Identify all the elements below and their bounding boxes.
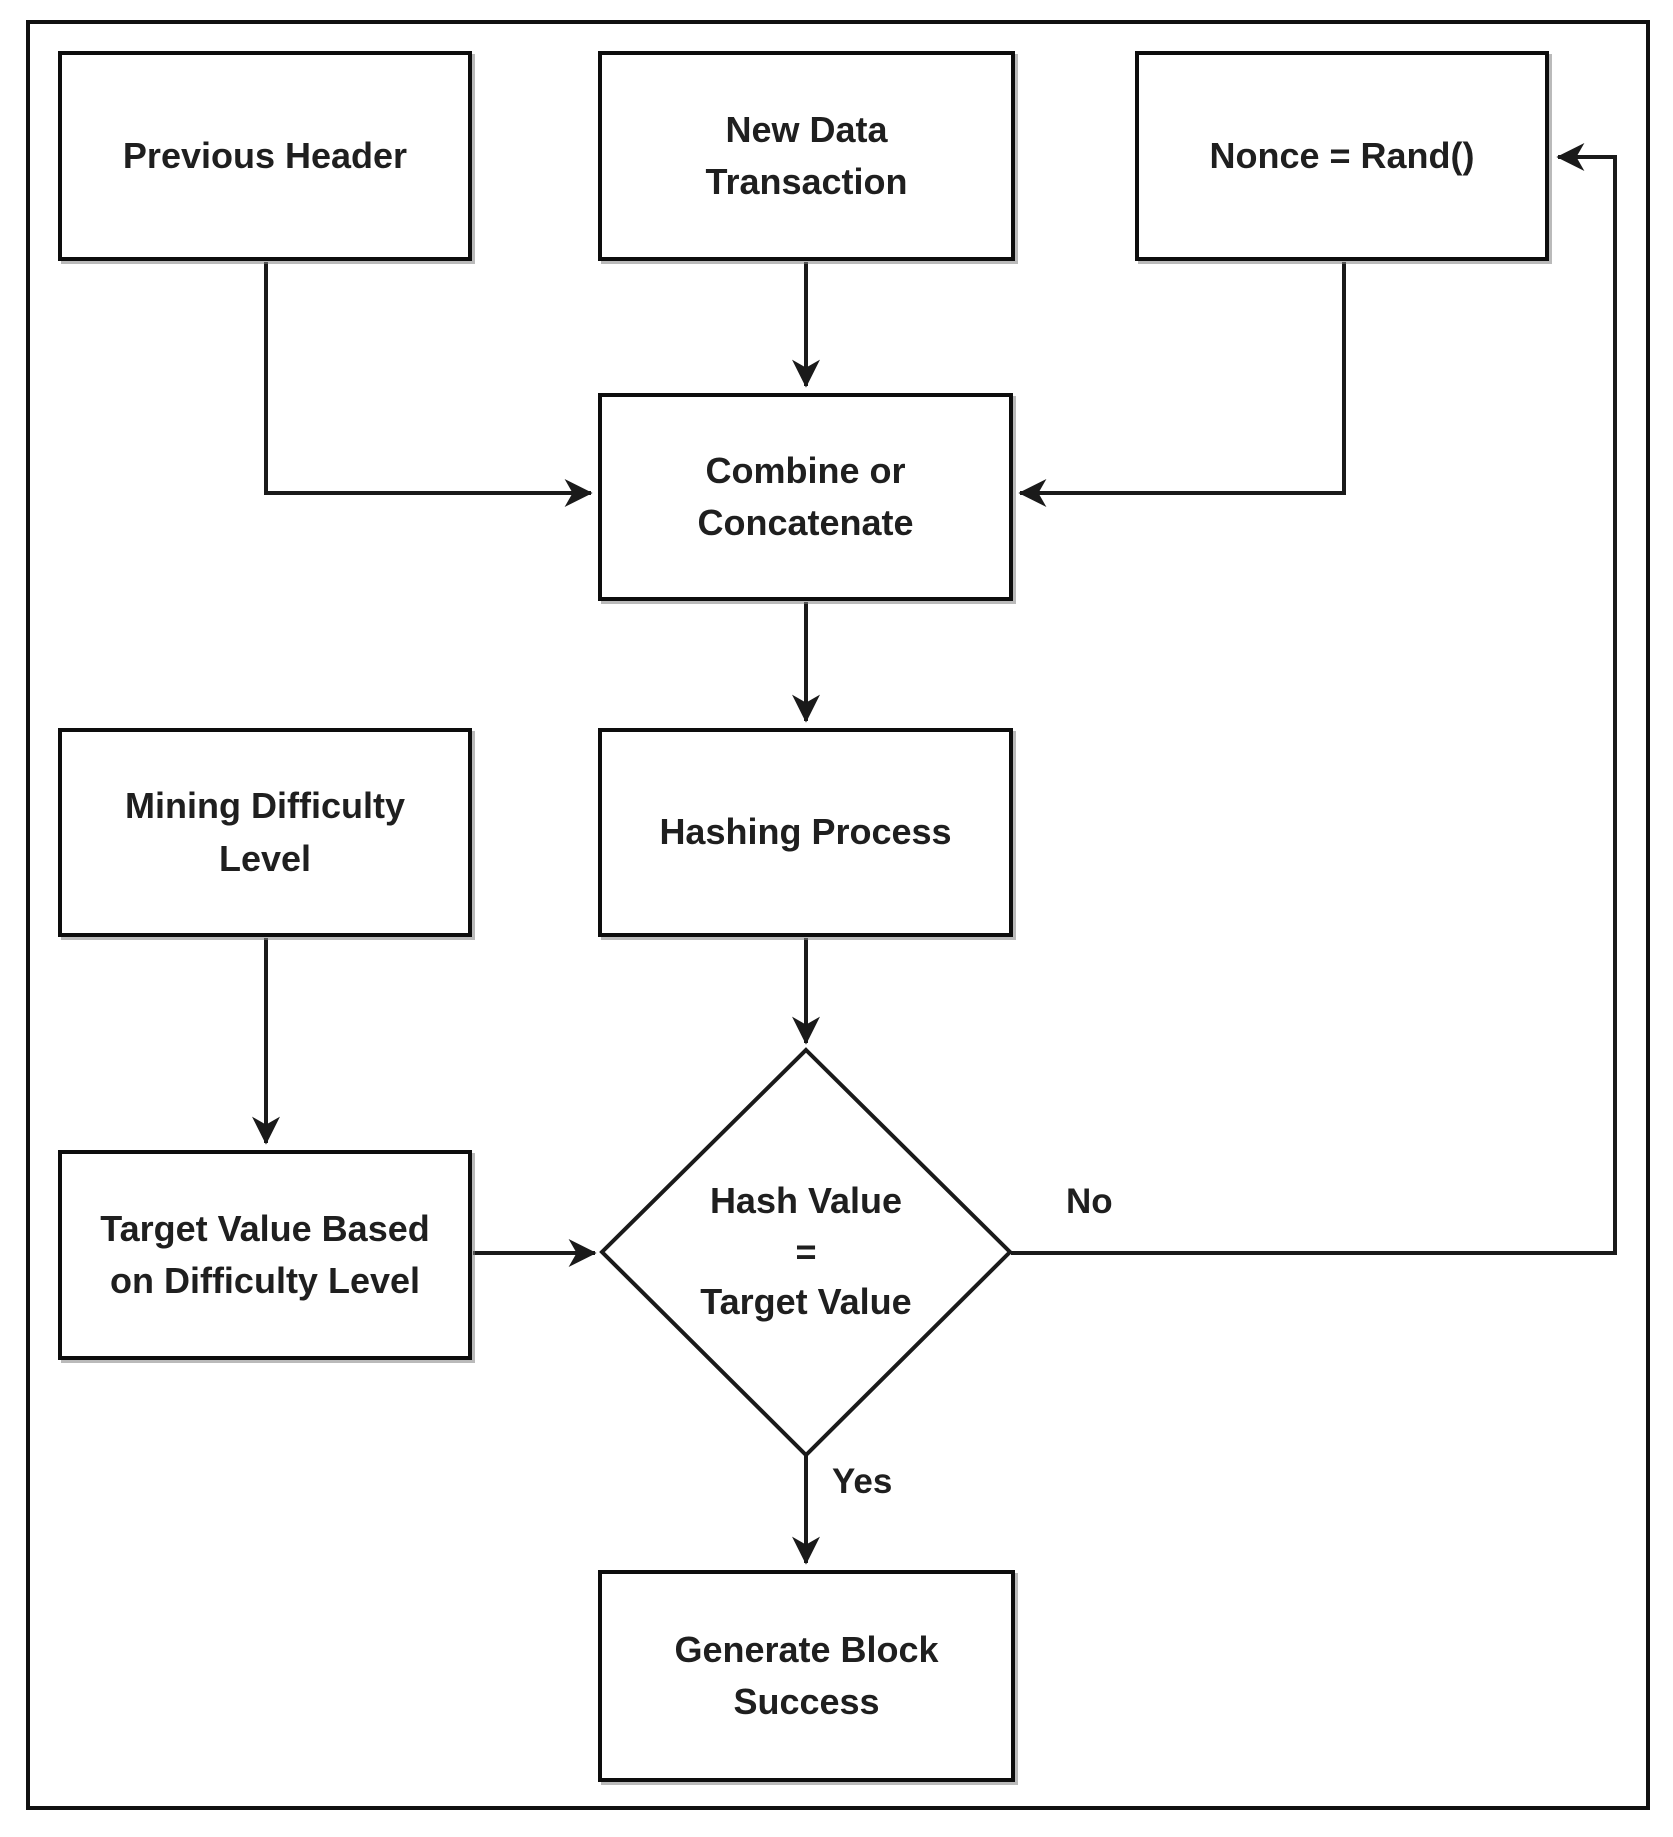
node-nonce-rand: Nonce = Rand() (1135, 51, 1549, 261)
node-target-value: Target Value Based on Difficulty Level (58, 1150, 472, 1360)
edge-prevheader-to-combine (264, 262, 593, 507)
node-new-data-transaction: New Data Transaction (598, 51, 1015, 261)
diagram-border (26, 20, 1650, 1810)
node-hashing-process: Hashing Process (598, 728, 1013, 937)
edge-label-no: No (1066, 1182, 1113, 1221)
node-generate-block-success: Generate Block Success (598, 1570, 1015, 1782)
decision-diamond-label: Hash Value = Target Value (700, 1180, 912, 1323)
node-mining-difficulty-level: Mining Difficulty Level (58, 728, 472, 937)
node-previous-header: Previous Header (58, 51, 472, 261)
node-combine-concatenate: Combine or Concatenate (598, 393, 1013, 601)
edge-nonce-to-combine (1018, 262, 1346, 507)
edge-decision-no-to-nonce (1011, 143, 1617, 1255)
edge-label-yes: Yes (832, 1462, 893, 1501)
decision-diamond (599, 1047, 1013, 1458)
